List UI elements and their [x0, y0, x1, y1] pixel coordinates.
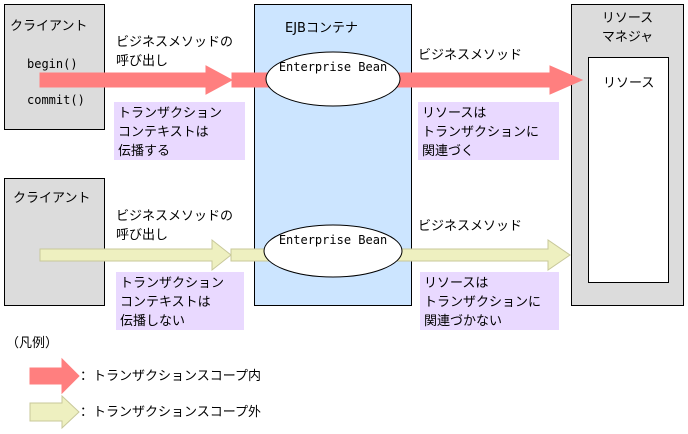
flow1-note-left: トランザクション コンテキストは 伝播する — [114, 102, 245, 160]
flow1-note-right: リソースは トランザクションに 関連づく — [418, 102, 559, 160]
flow2-arrow-left — [39, 238, 232, 272]
flow2-call-label: ビジネスメソッドの 呼び出し — [116, 209, 234, 243]
bean-2-ellipse — [263, 224, 403, 278]
client-1-begin: begin() — [27, 57, 78, 71]
flow2-note-left: トランザクション コンテキストは 伝播しない — [116, 272, 244, 330]
bean-1-ellipse — [265, 51, 401, 107]
flow2-method-label: ビジネスメソッド — [418, 219, 523, 234]
legend-in-arrow — [29, 357, 80, 395]
client-2-title: クライアント — [13, 191, 91, 206]
flow2-note-right: リソースは トランザクションに 関連づかない — [420, 272, 559, 330]
container-title: EJBコンテナ — [285, 21, 358, 36]
client-box-1: クライアント begin() commit() — [4, 4, 105, 130]
legend-out-label: ：トランザクションスコープ外 — [80, 405, 261, 420]
resource-label: リソース — [603, 76, 655, 91]
flow1-method-label: ビジネスメソッド — [418, 48, 523, 63]
client-1-title: クライアント — [10, 19, 88, 34]
client-box-2: クライアント — [4, 178, 105, 306]
flow1-call-label: ビジネスメソッドの 呼び出し — [116, 35, 234, 69]
resource-manager-title: リソース マネジャ — [601, 11, 654, 45]
legend-out-arrow — [29, 394, 80, 430]
flow1-arrow-left — [39, 65, 234, 95]
client-1-commit: commit() — [27, 93, 85, 107]
legend-in-label: ：トランザクションスコープ内 — [80, 369, 261, 384]
bean-2-label: Enterprise Bean — [278, 233, 388, 247]
legend-title: （凡例） — [6, 336, 59, 351]
resource-box: リソース — [588, 57, 669, 283]
bean-1-label: Enterprise Bean — [278, 60, 388, 74]
